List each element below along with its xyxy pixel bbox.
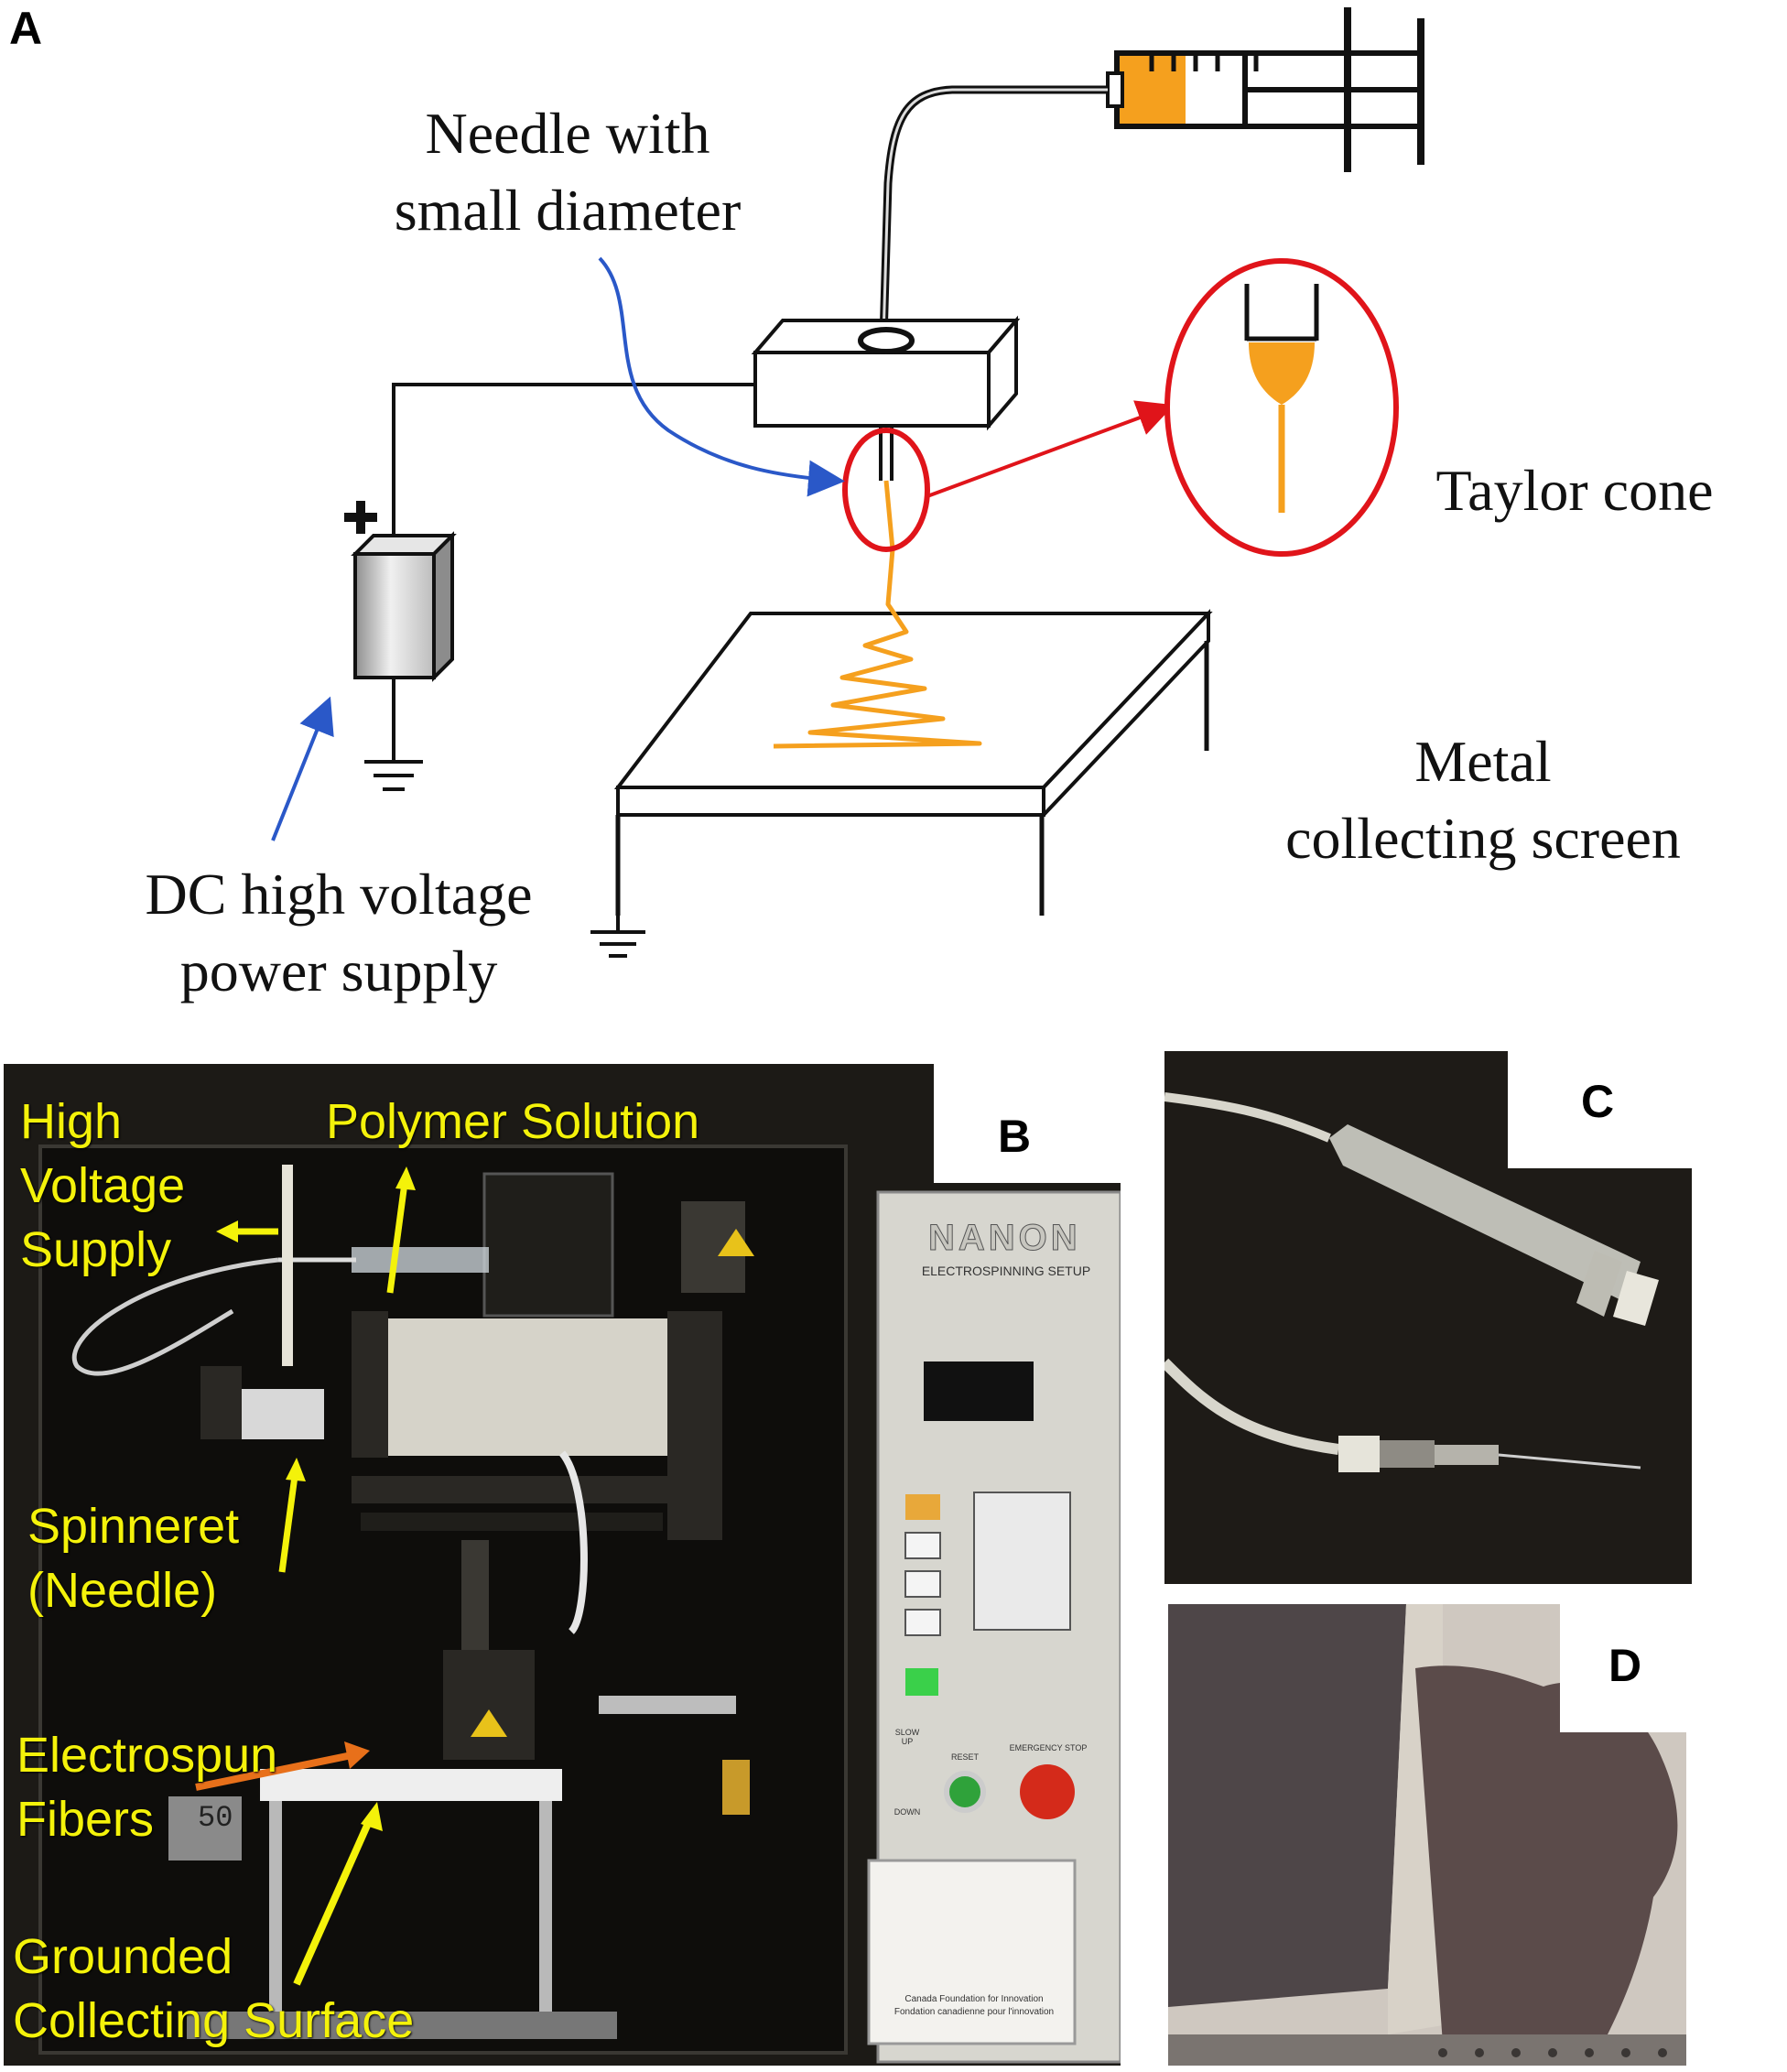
collecting-screen	[613, 608, 1213, 916]
feed-tube	[879, 85, 1108, 340]
taylor-cone-inset	[1164, 258, 1399, 557]
emergency-label: EMERGENCY STOP	[1009, 1743, 1088, 1752]
syringe-icon	[1106, 7, 1424, 172]
needle-tip-circle	[842, 428, 930, 552]
collecting-surface-label: Grounded Collecting Surface	[13, 1929, 415, 2048]
panel-c-letter: C	[1581, 1076, 1615, 1127]
device-subtitle: ELECTROSPINNING SETUP	[921, 1264, 1091, 1278]
spinneret-label: Spinneret (Needle)	[27, 1499, 240, 1618]
hv-supply-label: High Voltage Supply	[20, 1094, 186, 1277]
needle-label: Needle with small diameter	[394, 101, 742, 243]
panel-a-letter: A	[9, 3, 43, 54]
power-pointer-arrow	[271, 696, 334, 841]
display-readout: 50	[198, 1801, 233, 1835]
fiber-mat-photo	[1168, 1604, 1686, 2066]
needle-pointer-arrow	[598, 256, 845, 497]
panel-b-label-area	[934, 1064, 1121, 1183]
switch-down-label: DOWN	[894, 1807, 921, 1817]
ground-icon	[364, 760, 423, 791]
device-brand: NANON	[928, 1218, 1081, 1259]
panel-c-label-area	[1508, 1051, 1692, 1168]
electrospinning-schematic	[271, 7, 1424, 958]
screen-label: Metal collecting screen	[1285, 729, 1681, 871]
power-supply-box	[351, 531, 457, 760]
panel-d-label-area	[1560, 1604, 1686, 1732]
reset-label: RESET	[950, 1752, 979, 1762]
plaque-text: Canada Foundation for Innovation Fondati…	[894, 1994, 1055, 2017]
ground-icon	[590, 916, 645, 958]
hv-wire	[392, 383, 755, 536]
panel-b-photo: B NANON ELECTROSPINNING SETUP 50 SLOW UP…	[4, 1064, 1121, 2066]
spinneret-block	[751, 315, 1021, 481]
power-supply-label: DC high voltage power supply	[145, 862, 533, 1003]
taylor-cone-label: Taylor cone	[1435, 458, 1714, 523]
electrospinning-apparatus	[4, 1064, 1121, 2066]
panel-d-photo: D	[1168, 1604, 1686, 2066]
syringe-needle-photo	[1164, 1051, 1692, 1584]
plus-icon	[344, 501, 377, 534]
panel-c-photo: C	[1164, 1051, 1692, 1584]
polymer-solution-label: Polymer Solution	[326, 1094, 700, 1149]
fiber-jet	[773, 480, 982, 749]
panel-d-letter: D	[1608, 1640, 1642, 1691]
panel-b-letter: B	[998, 1111, 1032, 1162]
electrospun-fibers-label: Electrospun Fibers	[16, 1728, 278, 1847]
switch-up-label: SLOW UP	[894, 1728, 920, 1746]
